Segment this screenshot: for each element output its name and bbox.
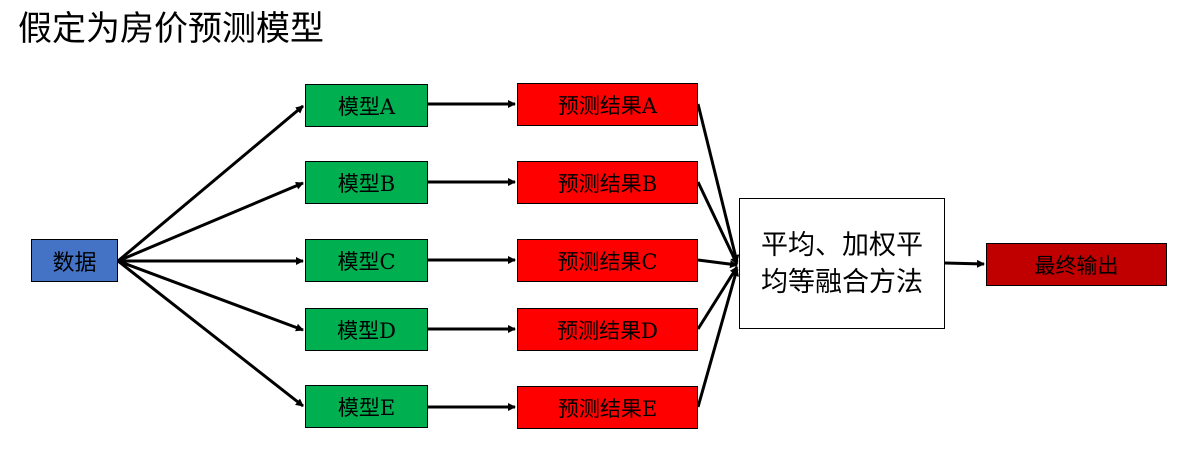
arrow-result-e-to-fusion bbox=[696, 268, 739, 408]
fusion-method-node: 平均、加权平均等融合方法 bbox=[739, 198, 945, 329]
arrow-data-to-model-d bbox=[117, 259, 304, 332]
model-node-a: 模型A bbox=[305, 84, 428, 127]
arrow-data-to-model-a bbox=[117, 104, 304, 263]
result-node-e: 预测结果E bbox=[517, 386, 698, 429]
model-node-d: 模型D bbox=[305, 308, 428, 351]
result-node-d: 预测结果D bbox=[517, 308, 698, 351]
result-node-a: 预测结果A bbox=[517, 83, 698, 126]
arrow-result-d-to-fusion bbox=[696, 266, 739, 330]
model-node-b: 模型B bbox=[305, 161, 428, 204]
result-node-c: 预测结果C bbox=[517, 239, 698, 282]
arrow-data-to-model-b bbox=[117, 181, 304, 263]
arrow-result-c-to-fusion bbox=[697, 258, 738, 269]
page-title: 假定为房价预测模型 bbox=[18, 9, 324, 49]
model-node-c: 模型C bbox=[305, 239, 428, 282]
arrow-result-b-to-fusion bbox=[696, 181, 739, 265]
arrow-data-to-model-e bbox=[117, 259, 304, 408]
arrow-result-a-to-fusion bbox=[696, 103, 740, 263]
data-node: 数据 bbox=[31, 239, 118, 282]
arrow-fusion-to-final bbox=[944, 259, 985, 268]
result-node-b: 预测结果B bbox=[517, 161, 698, 204]
final-output-node: 最终输出 bbox=[986, 243, 1167, 286]
model-node-e: 模型E bbox=[305, 385, 428, 428]
